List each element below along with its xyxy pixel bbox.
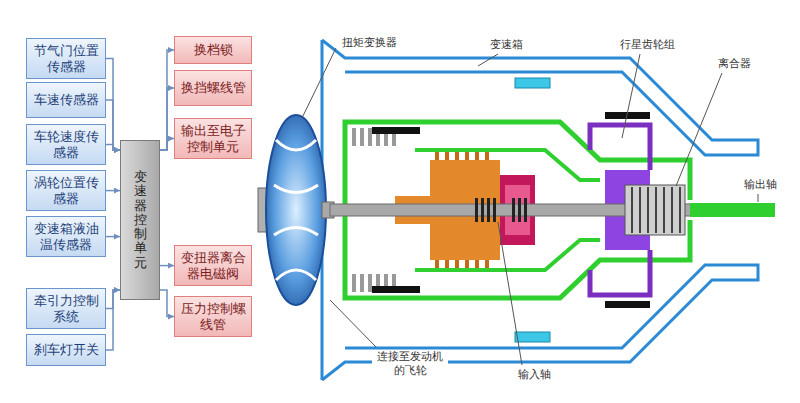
leader-line [330, 300, 376, 347]
spline [475, 198, 478, 222]
gear-tooth [485, 260, 489, 268]
gear-tooth [475, 152, 479, 160]
gear-tooth [485, 152, 489, 160]
housing-line [322, 265, 758, 380]
band [372, 286, 420, 293]
actuator-box: 压力控制螺线管 [174, 296, 252, 337]
signal-arrow [160, 88, 174, 150]
signal-arrow [106, 236, 120, 238]
part-label: 输入轴 [516, 368, 553, 382]
spline [512, 198, 515, 222]
actuator-box: 变扭器离合器电磁阀 [174, 245, 252, 286]
node-text: 变速箱液油温传感器 [32, 221, 100, 252]
sensor-box: 车速传感器 [26, 82, 106, 118]
tooth [368, 128, 372, 146]
spline [487, 198, 490, 222]
signal-arrow [106, 59, 120, 150]
part-label: 变速箱 [488, 38, 525, 52]
clutch-pack [625, 185, 685, 235]
actuator-box: 换挡螺线管 [174, 70, 252, 106]
leader-line [758, 194, 759, 202]
planetary-carrier [590, 250, 650, 295]
actuator-box: 输出至电子控制单元 [174, 118, 252, 159]
tooth [368, 274, 372, 292]
sensor-box: 牵引力控制系统 [26, 288, 106, 329]
node-text: 换档锁 [194, 42, 233, 58]
housing-line [322, 40, 758, 155]
gear-tooth [455, 260, 459, 268]
gear-tooth [445, 260, 449, 268]
node-text: 牵引力控制系统 [32, 293, 100, 324]
vane [276, 270, 316, 280]
band [372, 127, 420, 134]
node-text: 车轮速度传感器 [32, 129, 100, 160]
converter-vanes [274, 140, 318, 280]
band [605, 301, 650, 308]
node-text: 变速器控制单元 [134, 170, 147, 270]
tooth [352, 128, 356, 146]
leader-line [498, 222, 522, 365]
gear-tooth [455, 152, 459, 160]
torque-converter [266, 115, 326, 305]
node-text: 刹车灯开关 [34, 342, 99, 358]
part-label: 离合器 [716, 57, 753, 71]
tooth [352, 274, 356, 292]
output-shaft [690, 203, 775, 217]
control-unit: 变速器控制单元 [120, 140, 160, 300]
clutch-body [625, 185, 685, 235]
part-label: 输出轴 [742, 178, 779, 192]
actuator-box: 换档锁 [174, 36, 252, 64]
node-text: 车速传感器 [34, 92, 99, 108]
shaft-splines [475, 198, 527, 222]
node-text: 涡轮位置传感器 [32, 175, 100, 206]
gear-tooth [435, 152, 439, 160]
signal-arrow [160, 139, 174, 150]
gear-tooth [445, 152, 449, 160]
signal-arrow [160, 265, 174, 267]
spline [524, 198, 527, 222]
tooth [360, 128, 364, 146]
signal-arrow [106, 290, 120, 350]
planetary-carrier [590, 125, 650, 170]
node-text: 节气门位置传感器 [32, 43, 100, 74]
gear-tooth [465, 260, 469, 268]
gear-tooth [465, 152, 469, 160]
part-label: 连接至发动机的飞轮 [372, 350, 448, 378]
signal-arrow [106, 145, 120, 150]
leader-lines [302, 48, 758, 365]
node-text: 输出至电子控制单元 [180, 123, 246, 154]
leader-line [622, 54, 640, 138]
signal-arrow [106, 100, 120, 150]
sensor-box: 涡轮位置传感器 [26, 170, 106, 211]
signal-arrow [160, 50, 174, 150]
node-text: 变扭器离合器电磁阀 [180, 250, 246, 281]
leader-line [478, 54, 498, 66]
node-text: 压力控制螺线管 [180, 301, 246, 332]
leader-line [676, 73, 722, 186]
spline [518, 198, 521, 222]
tooth [360, 274, 364, 292]
clutch-plates [632, 187, 680, 233]
spline [493, 198, 496, 222]
signal-arrow [160, 290, 174, 317]
leader-line [302, 48, 336, 118]
vane [274, 185, 318, 193]
bearing [515, 332, 550, 342]
sensor-box: 变速箱液油温传感器 [26, 216, 106, 257]
part-label: 行星齿轮组 [618, 38, 677, 52]
vane [274, 228, 318, 236]
sensor-box: 节气门位置传感器 [26, 38, 106, 79]
part-label: 扭矩变换器 [340, 36, 399, 50]
vane [276, 140, 316, 150]
gear-tooth [435, 260, 439, 268]
spline [481, 198, 484, 222]
sensor-box: 车轮速度传感器 [26, 124, 106, 165]
signal-arrow [106, 190, 120, 192]
node-text: 换挡螺线管 [181, 80, 246, 96]
gear-tooth [475, 260, 479, 268]
bearing [515, 78, 550, 88]
sensor-box: 刹车灯开关 [26, 334, 106, 366]
